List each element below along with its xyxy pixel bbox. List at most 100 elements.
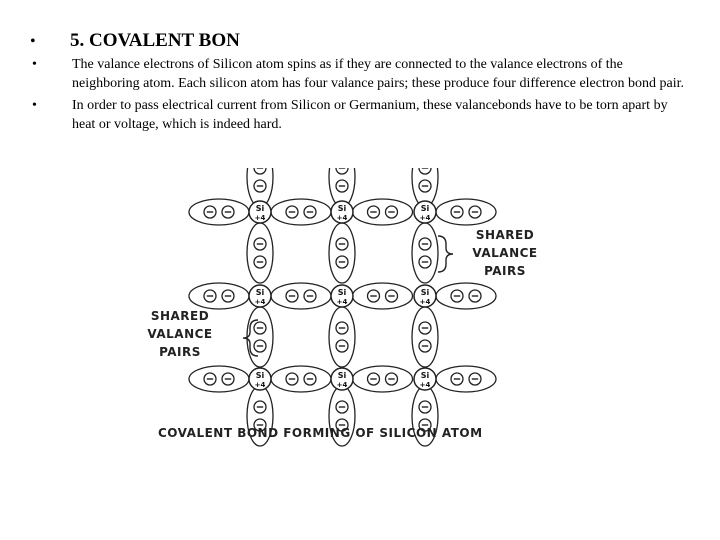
shared-pairs-label-left: VALANCE [147, 327, 212, 341]
slide-title: • 5. COVALENT BON [30, 30, 240, 52]
bond-lobe [329, 223, 355, 283]
electron-icon [254, 401, 266, 413]
electron-icon [336, 401, 348, 413]
bond-lobe [353, 366, 413, 392]
electron-icon [286, 206, 298, 218]
electron-icon [254, 238, 266, 250]
bond-lobe [189, 283, 249, 309]
silicon-atom: Si+4 [414, 285, 436, 307]
atom-charge: +4 [337, 214, 348, 222]
bullet-text: The valance electrons of Silicon atom sp… [72, 56, 690, 93]
electron-icon [336, 238, 348, 250]
bond-lobe [189, 366, 249, 392]
atom-charge: +4 [255, 214, 266, 222]
electron-icon [222, 373, 234, 385]
atom-charge: +4 [337, 381, 348, 389]
atom-symbol: Si [256, 204, 265, 213]
atom-charge: +4 [337, 298, 348, 306]
shared-pairs-label-right: VALANCE [472, 246, 537, 260]
bond-lobe [412, 307, 438, 367]
electron-icon [336, 168, 348, 174]
silicon-atom: Si+4 [414, 368, 436, 390]
bond-lobe [271, 283, 331, 309]
bond-lobe [436, 199, 496, 225]
electron-icon [336, 340, 348, 352]
bond-lobe [436, 366, 496, 392]
atom-symbol: Si [256, 371, 265, 380]
silicon-atom: Si+4 [414, 201, 436, 223]
silicon-atom: Si+4 [331, 285, 353, 307]
electron-icon [419, 322, 431, 334]
electron-icon [469, 373, 481, 385]
bullet-dot: • [30, 56, 72, 93]
bullet-list: • The valance electrons of Silicon atom … [30, 56, 690, 138]
title-bullet: • [30, 33, 70, 51]
atom-charge: +4 [420, 214, 431, 222]
electron-icon [204, 373, 216, 385]
atom-symbol: Si [338, 204, 347, 213]
electron-icon [222, 290, 234, 302]
shared-pairs-label-right: SHARED [476, 228, 534, 242]
electron-icon [336, 256, 348, 268]
bond-lobe [412, 223, 438, 283]
electron-icon [386, 290, 398, 302]
shared-pairs-label-left: PAIRS [159, 345, 201, 359]
electron-icon [304, 290, 316, 302]
electron-icon [204, 206, 216, 218]
electron-icon [336, 322, 348, 334]
silicon-atom: Si+4 [249, 285, 271, 307]
electron-icon [469, 206, 481, 218]
title-text: 5. COVALENT BON [70, 30, 240, 52]
electron-icon [222, 206, 234, 218]
electron-icon [386, 206, 398, 218]
bond-lobe [353, 199, 413, 225]
electron-icon [419, 401, 431, 413]
shared-pairs-label-right: PAIRS [484, 264, 526, 278]
atom-charge: +4 [255, 381, 266, 389]
electron-icon [286, 290, 298, 302]
bond-lobe [247, 307, 273, 367]
bullet-item: • The valance electrons of Silicon atom … [30, 56, 690, 93]
electron-icon [368, 206, 380, 218]
electron-icon [304, 373, 316, 385]
electron-icon [254, 168, 266, 174]
bullet-item: • In order to pass electrical current fr… [30, 97, 690, 134]
electron-icon [368, 290, 380, 302]
silicon-atom: Si+4 [249, 201, 271, 223]
atom-symbol: Si [421, 204, 430, 213]
shared-pairs-label-left: SHARED [151, 309, 209, 323]
bullet-dot: • [30, 97, 72, 134]
electron-icon [419, 238, 431, 250]
electron-icon [469, 290, 481, 302]
atom-charge: +4 [255, 298, 266, 306]
bond-lobe [271, 366, 331, 392]
atom-charge: +4 [420, 298, 431, 306]
electron-icon [286, 373, 298, 385]
electron-icon [368, 373, 380, 385]
atom-symbol: Si [421, 371, 430, 380]
electron-icon [386, 373, 398, 385]
covalent-bond-diagram: Si+4Si+4Si+4Si+4Si+4Si+4Si+4Si+4Si+4 SHA… [140, 168, 540, 448]
silicon-atom: Si+4 [331, 201, 353, 223]
bond-lobe [271, 199, 331, 225]
electron-icon [419, 340, 431, 352]
diagram-caption: COVALENT BOND FORMING OF SILICON ATOM [158, 426, 483, 440]
bullet-text: In order to pass electrical current from… [72, 97, 690, 134]
electron-icon [254, 180, 266, 192]
electron-icon [254, 340, 266, 352]
bond-lobe [353, 283, 413, 309]
bond-lobe [247, 223, 273, 283]
electron-icon [419, 168, 431, 174]
brace-icon [438, 236, 453, 272]
electron-icon [419, 256, 431, 268]
electron-icon [451, 290, 463, 302]
electron-icon [204, 290, 216, 302]
electron-icon [451, 206, 463, 218]
electron-icon [451, 373, 463, 385]
electron-icon [336, 180, 348, 192]
atom-symbol: Si [338, 371, 347, 380]
atom-charge: +4 [420, 381, 431, 389]
atom-symbol: Si [256, 288, 265, 297]
silicon-atom: Si+4 [249, 368, 271, 390]
bond-lobe [189, 199, 249, 225]
